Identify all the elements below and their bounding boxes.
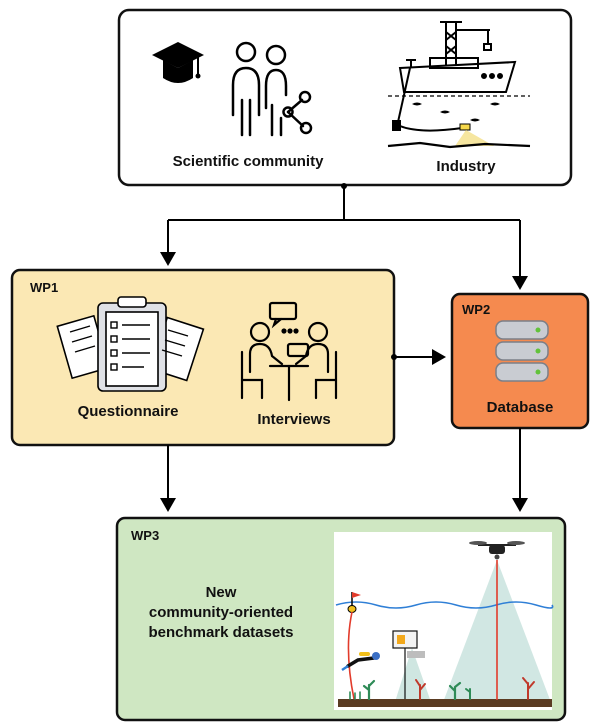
database-label: Database <box>487 399 554 416</box>
diver-icon <box>341 652 380 672</box>
drone-icon <box>469 541 525 560</box>
wp3-tag: WP3 <box>131 528 159 543</box>
interview-icon <box>240 301 338 402</box>
connectors-top <box>160 183 528 290</box>
wp2-box: WP2 Database <box>450 292 590 430</box>
wp1-box: WP1 Q <box>10 268 396 447</box>
buoy-icon <box>347 592 361 700</box>
industry-label: Industry <box>436 158 496 175</box>
database-icon <box>495 320 549 382</box>
connector-wp1-wp2 <box>391 349 446 365</box>
wp3-box: WP3 New community-oriented benchmark dat… <box>115 516 567 722</box>
questionnaire-icon <box>56 296 205 392</box>
questionnaire-label: Questionnaire <box>78 403 179 420</box>
vessel-icon <box>387 21 531 149</box>
interviews-label: Interviews <box>257 411 330 428</box>
monitoring-panel <box>392 630 425 699</box>
seabed-flora <box>349 677 535 701</box>
wp3-text-line-1: New <box>206 584 237 601</box>
wp2-tag: WP2 <box>462 302 490 317</box>
survey-scene-illustration <box>334 532 554 710</box>
wp3-text-line-2: community-oriented <box>149 604 293 621</box>
wp1-tag: WP1 <box>30 280 58 295</box>
graduation-cap-icon <box>152 42 204 83</box>
wp3-text-line-3: benchmark datasets <box>148 624 293 641</box>
connectors-bottom <box>160 428 528 512</box>
sources-box: Scientific community <box>117 8 573 187</box>
people-network-icon <box>231 41 313 137</box>
scientific-community-label: Scientific community <box>173 153 325 170</box>
